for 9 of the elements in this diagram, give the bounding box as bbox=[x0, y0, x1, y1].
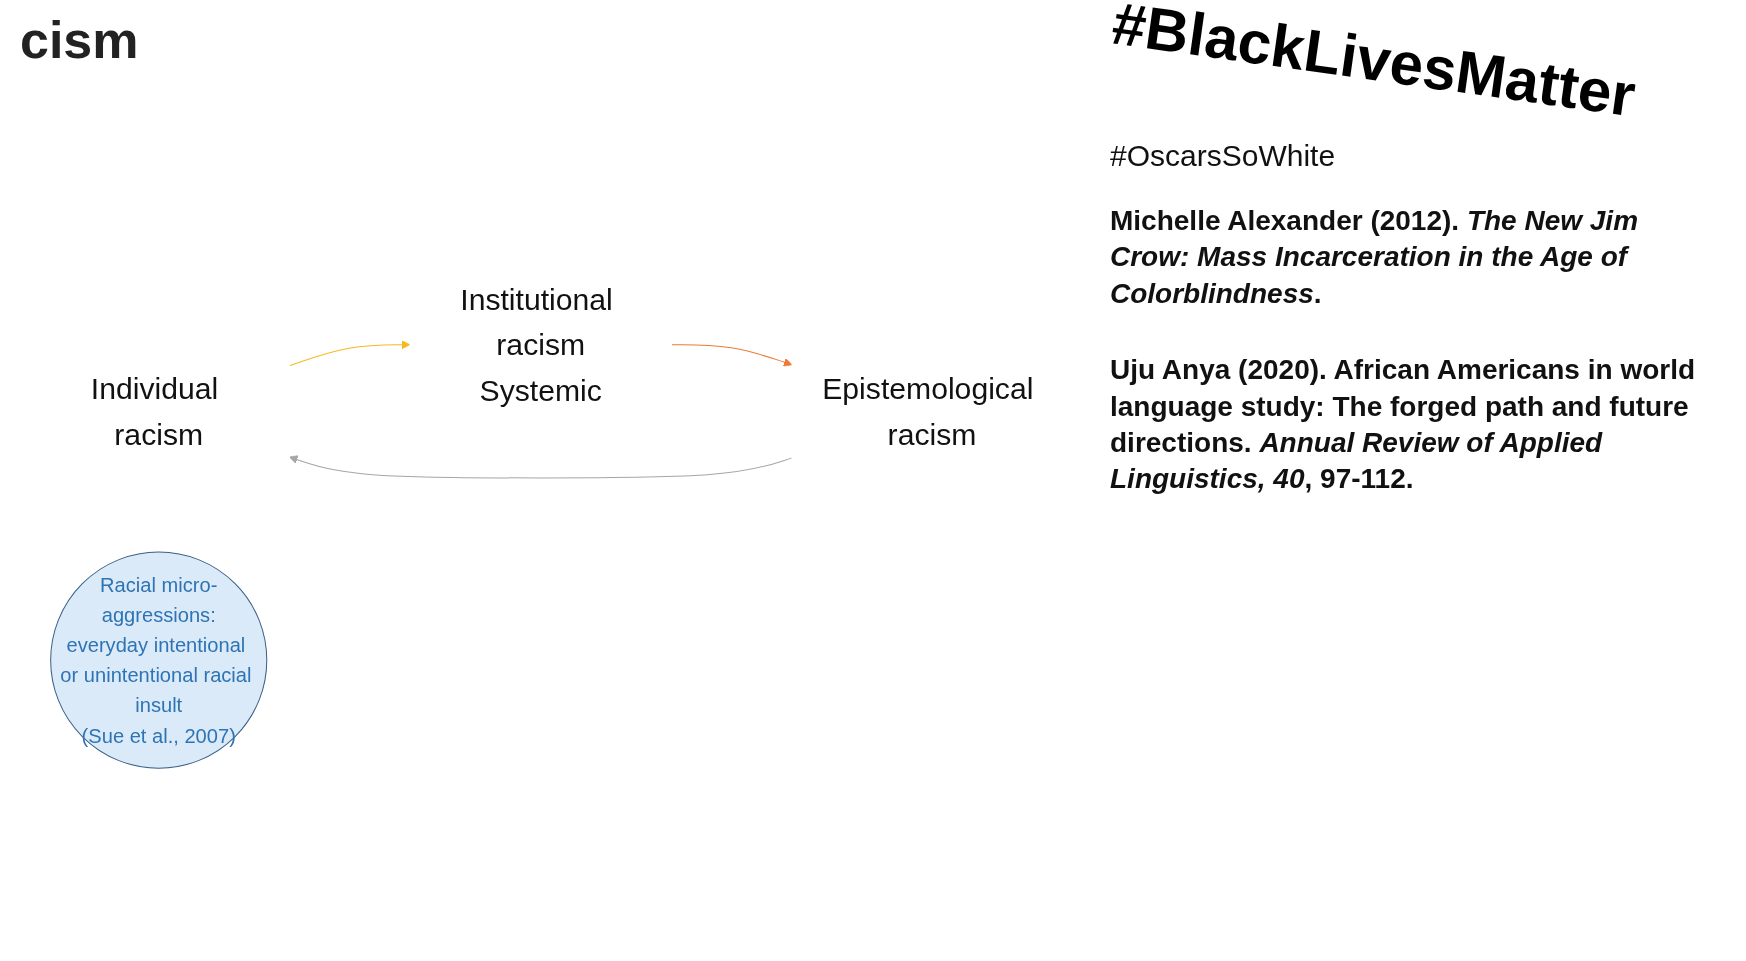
hashtag-text: #OscarsSoWhite bbox=[1110, 139, 1337, 173]
node-text: Epistemological racism bbox=[822, 372, 1034, 451]
node-text: Individual racism bbox=[90, 372, 219, 451]
slide-title: cism bbox=[20, 10, 139, 70]
arrow bbox=[289, 455, 793, 479]
citation-text: Uju Anya (2020). African Americans in world language study: The forged path and future directions. Annual Review of Applied Linguistics, 40, 97-112. bbox=[1110, 353, 1697, 497]
node-text: Institutional racism Systemic bbox=[460, 282, 613, 407]
citation-text: Michelle Alexander (2012). The New Jim Crow: Mass Incarceration in the Age of Colorblindness. bbox=[1110, 204, 1640, 311]
node-circle: Racial micro-aggressions: everyday intentional or unintentional racial insult (Sue et al., 2007) bbox=[50, 551, 268, 769]
